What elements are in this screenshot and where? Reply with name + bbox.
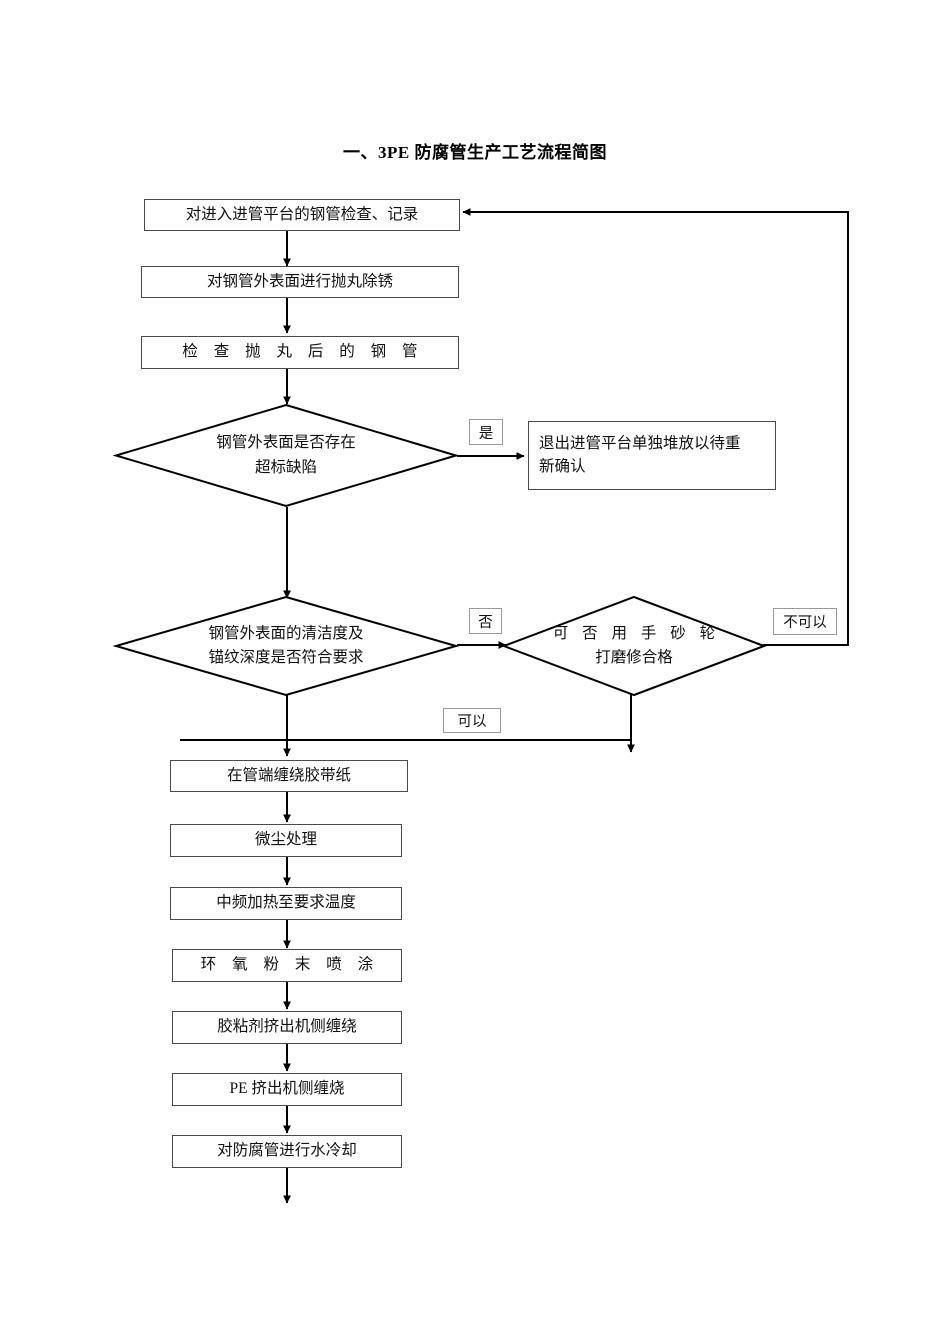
edge-label-can[interactable]: 可以 — [443, 708, 501, 733]
node-shot-blasting-derusting[interactable]: 对钢管外表面进行抛丸除锈 — [141, 266, 459, 298]
edge-label-yes[interactable]: 是 — [469, 419, 503, 445]
node-reject-and-restack-line1: 退出进管平台单独堆放以待重 — [539, 435, 741, 453]
node-inspect-after-blasting[interactable]: 检 查 抛 丸 后 的 钢 管 — [141, 336, 459, 369]
decision-hand-grinder-repair[interactable]: 可 否 用 手 砂 轮 打磨修合格 — [501, 595, 767, 697]
node-wrap-tape-on-pipe-end[interactable]: 在管端缠绕胶带纸 — [170, 760, 408, 792]
node-inspect-and-record[interactable]: 对进入进管平台的钢管检查、记录 — [144, 199, 460, 231]
node-adhesive-extruder-wrapping[interactable]: 胶粘剂挤出机侧缠绕 — [172, 1011, 402, 1044]
node-water-cooling[interactable]: 对防腐管进行水冷却 — [172, 1135, 402, 1168]
page-title: 一、3PE 防腐管生产工艺流程简图 — [343, 143, 607, 162]
node-medium-frequency-heating[interactable]: 中频加热至要求温度 — [170, 887, 402, 920]
node-reject-and-restack-line2: 新确认 — [539, 457, 586, 475]
node-reject-and-restack[interactable]: 退出进管平台单独堆放以待重 新确认 — [528, 421, 776, 490]
node-epoxy-powder-spraying[interactable]: 环 氧 粉 末 喷 涂 — [172, 949, 402, 982]
decision-surface-defects[interactable]: 钢管外表面是否存在 超标缺陷 — [112, 403, 460, 508]
node-pe-extruder-wrapping[interactable]: PE 挤出机侧缠烧 — [172, 1073, 402, 1106]
decision-cleanliness-anchor-profile[interactable]: 钢管外表面的清洁度及 锚纹深度是否符合要求 — [112, 595, 460, 697]
edge-label-no[interactable]: 否 — [469, 608, 502, 634]
node-dust-removal[interactable]: 微尘处理 — [170, 824, 402, 857]
edge-label-cannot[interactable]: 不可以 — [773, 608, 837, 635]
